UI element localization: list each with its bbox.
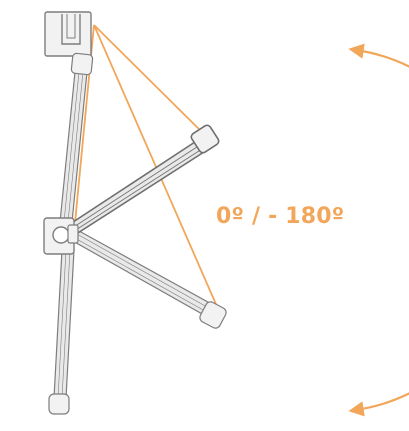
lower-swing-arm [63,225,227,329]
lower-vertical-arm [48,249,75,415]
upper-swing-arm [62,124,220,240]
rotation-arc-arrow [348,43,409,417]
angle-range-label: 0º / - 180º [216,204,345,229]
pivot-joint [43,217,79,255]
wall-bracket [44,11,92,57]
ray-to-upper-arm-tip [93,24,213,143]
